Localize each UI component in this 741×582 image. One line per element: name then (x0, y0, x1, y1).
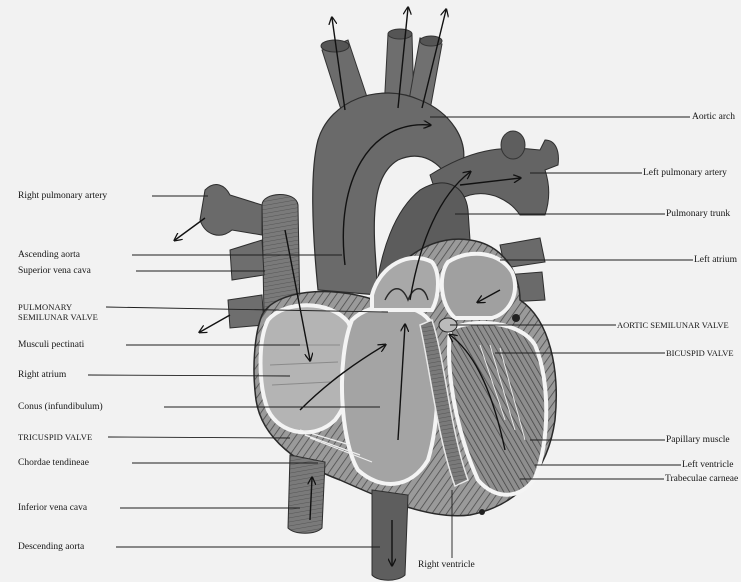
label-papillary-muscle: Papillary muscle (666, 435, 730, 445)
label-ascending-aorta: Ascending aorta (18, 250, 80, 260)
label-conus: Conus (infundibulum) (18, 402, 103, 412)
label-pulmonary-trunk: Pulmonary trunk (666, 209, 730, 219)
right-pulmonary-vein (230, 240, 264, 280)
label-bicuspid-valve: BICUSPID VALVE (666, 348, 734, 358)
label-pulmonary-semilunar-valve-line1: PULMONARY (18, 302, 72, 312)
label-musculi-pectinati: Musculi pectinati (18, 340, 84, 350)
label-chordae-tendineae: Chordae tendineae (18, 458, 89, 468)
label-trabeculae-carneae: Trabeculae carneae (665, 474, 738, 484)
label-left-ventricle: Left ventricle (682, 460, 733, 470)
label-right-ventricle: Right ventricle (418, 560, 475, 570)
label-left-pulmonary-artery: Left pulmonary artery (643, 168, 727, 178)
leader-tricuspid (108, 437, 290, 438)
label-aortic-arch: Aortic arch (692, 112, 735, 122)
label-right-atrium: Right atrium (18, 370, 66, 380)
left-pulmonary-branch (501, 131, 525, 159)
descending-aorta-shape (372, 490, 408, 580)
label-tricuspid-valve: TRICUSPID VALVE (18, 432, 92, 442)
label-right-pulmonary-artery: Right pulmonary artery (18, 191, 107, 201)
label-inferior-vena-cava: Inferior vena cava (18, 503, 87, 513)
label-left-atrium: Left atrium (694, 255, 737, 265)
left-atrium-chamber (442, 254, 515, 318)
label-pulmonary-semilunar-valve-line2: SEMILUNAR VALVE (18, 312, 98, 322)
apex-dot (479, 509, 485, 515)
label-descending-aorta: Descending aorta (18, 542, 84, 552)
arrow-right-pulmonary (175, 218, 205, 240)
right-pulmonary-artery-shape (200, 185, 262, 236)
inferior-vena-cava-shape (288, 455, 325, 533)
label-superior-vena-cava: Superior vena cava (18, 266, 91, 276)
aortic-valve-dot (512, 314, 520, 322)
label-aortic-semilunar-valve: AORTIC SEMILUNAR VALVE (617, 320, 729, 330)
arrow-pv-left (200, 315, 230, 332)
left-carotid-opening (388, 29, 412, 39)
